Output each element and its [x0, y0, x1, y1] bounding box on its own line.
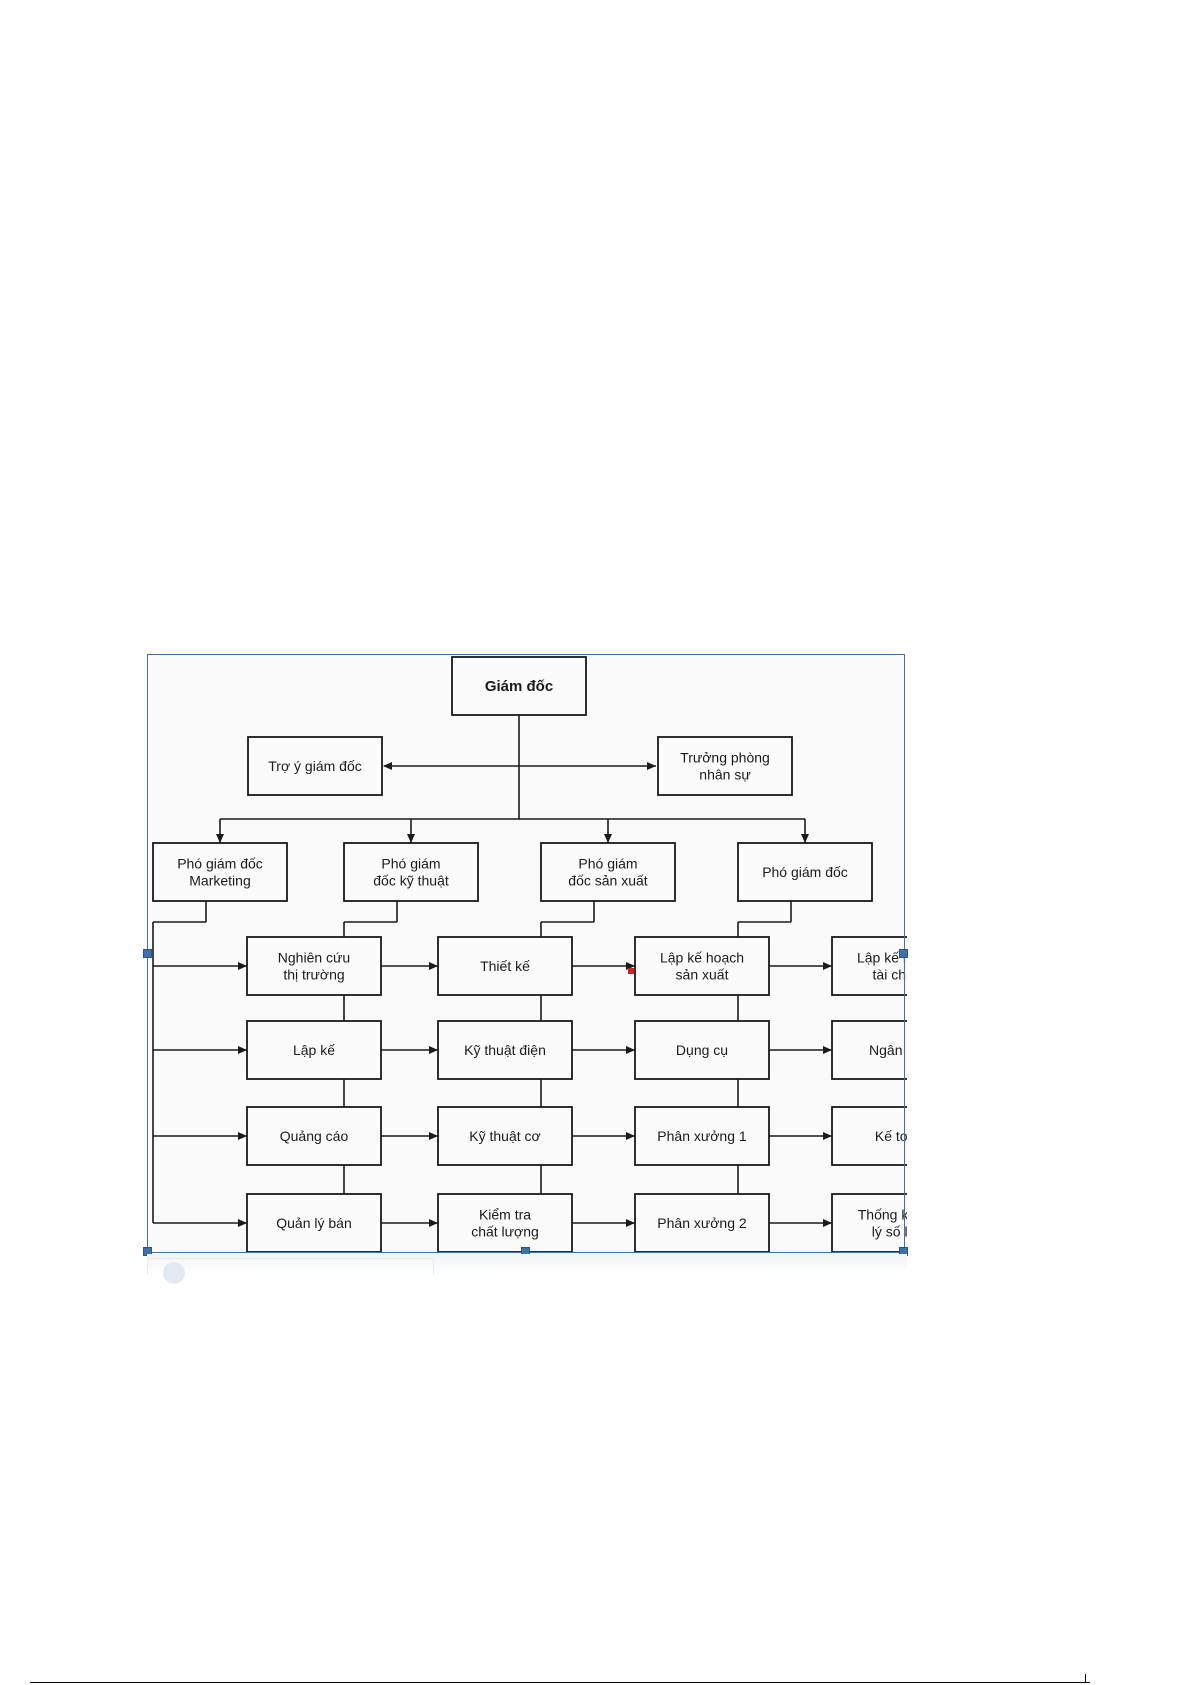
unit-node: Thiết kế — [437, 936, 573, 996]
unit-node-label: Quản lý bán — [276, 1215, 352, 1231]
unit-node: Kỹ thuật cơ — [437, 1106, 573, 1166]
unit-node-box — [634, 936, 770, 996]
resize-handle-middle-left[interactable] — [143, 949, 152, 958]
unit-node: Quảng cáo — [246, 1106, 382, 1166]
unit-node: Ngân quỹ — [831, 1020, 907, 1080]
page-footer-rule — [30, 1682, 1090, 1683]
deputy-node: Phó giám đốc — [737, 842, 873, 902]
unit-node-box — [634, 1193, 770, 1253]
unit-node-box — [634, 1020, 770, 1080]
anchor-marker — [628, 968, 634, 974]
hr-head-node-box — [657, 736, 793, 796]
unit-node-label: Ngân quỹ — [869, 1042, 907, 1058]
unit-node-label: Phân xưởng 1 — [657, 1128, 747, 1144]
unit-node-box — [246, 1193, 382, 1253]
unit-node-box — [246, 936, 382, 996]
image-toolbar-tab — [147, 1258, 434, 1275]
unit-node: Phân xưởng 2 — [634, 1193, 770, 1253]
unit-node-box — [437, 936, 573, 996]
director-node-box — [451, 656, 587, 716]
unit-node-box — [437, 1193, 573, 1253]
unit-node: Kỹ thuật điện — [437, 1020, 573, 1080]
unit-node-box — [831, 936, 907, 996]
unit-node-label: Kế toán — [875, 1128, 907, 1144]
selection-border — [147, 654, 905, 1253]
unit-node: Dụng cụ — [634, 1020, 770, 1080]
unit-node-label: Kỹ thuật điện — [464, 1042, 546, 1058]
assistant-node-box — [247, 736, 383, 796]
deputy-node-box — [540, 842, 676, 902]
unit-node: Phân xưởng 1 — [634, 1106, 770, 1166]
assistant-node-label: Trợ ý giám đốc — [268, 758, 361, 774]
image-toolbar-strip — [147, 1254, 907, 1274]
deputy-node-box — [737, 842, 873, 902]
assistant-node: Trợ ý giám đốc — [247, 736, 383, 796]
unit-node-box — [246, 1106, 382, 1166]
unit-node: Lập kế — [246, 1020, 382, 1080]
resize-handle-top-left[interactable] — [143, 650, 148, 651]
unit-node-box — [831, 1106, 907, 1166]
unit-node-label: Lập kế hoạchtài chính — [857, 950, 907, 983]
unit-node-box — [634, 1106, 770, 1166]
layout-options-icon[interactable] — [163, 1262, 185, 1284]
unit-node-label: Lập kế — [293, 1042, 335, 1058]
unit-node-label: Thiết kế — [480, 958, 530, 974]
unit-node: Lập kế hoạchtài chính — [831, 936, 907, 996]
deputy-node-box — [343, 842, 479, 902]
unit-node-box — [246, 1020, 382, 1080]
deputy-node-box — [152, 842, 288, 902]
unit-node-box — [437, 1106, 573, 1166]
deputy-node-label: Phó giám đốc — [762, 864, 848, 880]
director-node: Giám đốc — [451, 656, 587, 716]
unit-node-box — [437, 1020, 573, 1080]
unit-node-box — [831, 1020, 907, 1080]
unit-node-label: Phân xưởng 2 — [657, 1215, 747, 1231]
director-node-label: Giám đốc — [485, 678, 553, 695]
unit-node-label: Dụng cụ — [676, 1042, 728, 1058]
page-footer-tick — [1085, 1674, 1086, 1683]
unit-node: Kế toán — [831, 1106, 907, 1166]
unit-node-label: Quảng cáo — [280, 1128, 349, 1144]
unit-node-label: Thống kê, xửlý số liệu — [858, 1207, 907, 1240]
unit-node: Quản lý bán — [246, 1193, 382, 1253]
unit-node-label: Kỹ thuật cơ — [469, 1128, 540, 1144]
resize-handle-middle-right[interactable] — [899, 949, 908, 958]
unit-node: Thống kê, xửlý số liệu — [831, 1193, 907, 1253]
